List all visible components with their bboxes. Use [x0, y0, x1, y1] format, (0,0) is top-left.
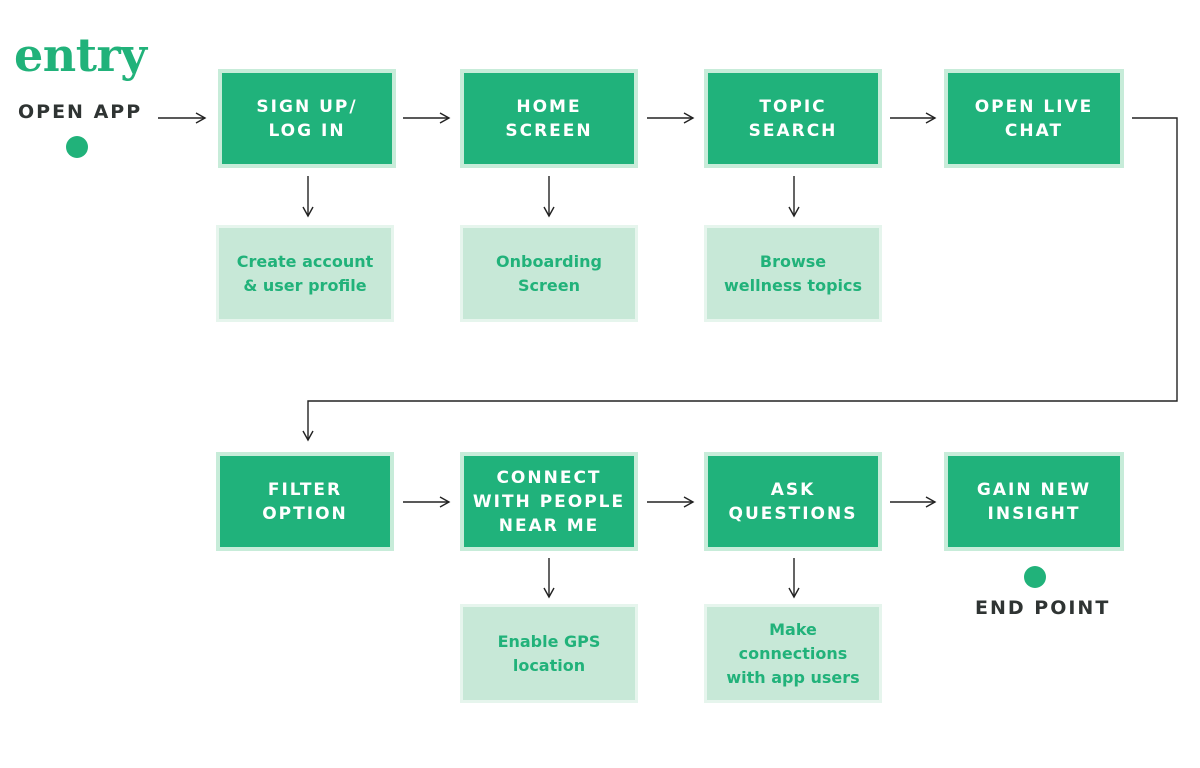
detail-browse-wellness-text: Browse wellness topics [723, 251, 863, 295]
detail-onboarding-screen: Onboarding Screen [460, 225, 638, 322]
entry-logo: entry [14, 28, 147, 82]
start-dot [66, 136, 88, 158]
step-connect-people-title: CONNECT WITH PEOPLE NEAR ME [472, 467, 626, 536]
step-topic-search-title: TOPIC SEARCH [748, 96, 838, 141]
step-gain-new-insight-title: GAIN NEW INSIGHT [976, 479, 1092, 524]
detail-enable-gps-text: Enable GPS location [497, 631, 601, 675]
step-ask-questions-title: ASK QUESTIONS [728, 479, 858, 524]
detail-browse-wellness: Browse wellness topics [704, 225, 882, 322]
step-connect-people: CONNECT WITH PEOPLE NEAR ME [460, 452, 638, 551]
detail-onboarding-screen-text: Onboarding Screen [496, 251, 602, 295]
step-gain-new-insight: GAIN NEW INSIGHT [944, 452, 1124, 551]
step-home-screen: HOME SCREEN [460, 69, 638, 168]
end-dot [1024, 566, 1046, 588]
step-filter-option: FILTER OPTION [216, 452, 394, 551]
detail-make-connections: Make connections with app users [704, 604, 882, 703]
arrow-live-chat-to-filter [302, 117, 1178, 442]
step-ask-questions: ASK QUESTIONS [704, 452, 882, 551]
step-filter-option-title: FILTER OPTION [262, 479, 348, 524]
step-topic-search: TOPIC SEARCH [704, 69, 882, 168]
step-sign-up-log-in-title: SIGN UP/ LOG IN [256, 96, 358, 141]
step-open-live-chat: OPEN LIVE CHAT [944, 69, 1124, 168]
end-label: END POINT [975, 597, 1111, 619]
detail-make-connections-text: Make connections with app users [726, 619, 860, 687]
step-open-live-chat-title: OPEN LIVE CHAT [974, 96, 1094, 141]
detail-enable-gps: Enable GPS location [460, 604, 638, 703]
detail-create-account-text: Create account & user profile [236, 251, 374, 295]
step-sign-up-log-in: SIGN UP/ LOG IN [218, 69, 396, 168]
step-home-screen-title: HOME SCREEN [505, 96, 593, 141]
detail-create-account: Create account & user profile [216, 225, 394, 322]
start-label: OPEN APP [18, 101, 143, 123]
